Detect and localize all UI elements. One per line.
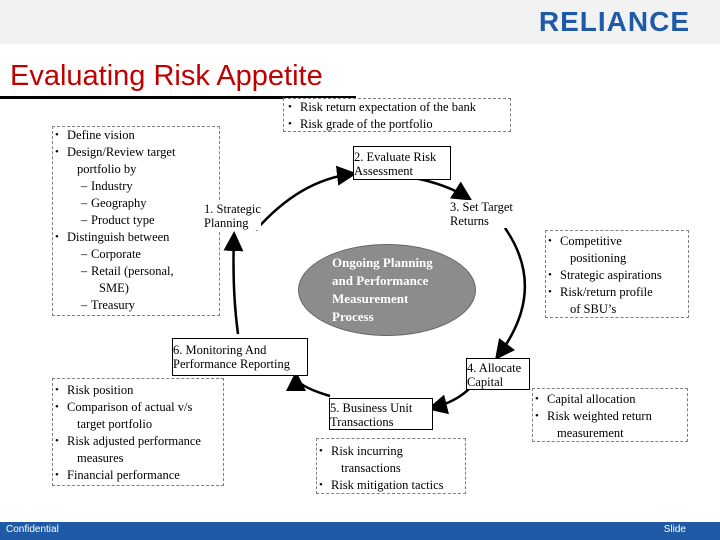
- footer-slide-label: Slide: [663, 524, 686, 535]
- list-item: Competitive: [546, 233, 686, 250]
- risk-assessment-list: Risk return expectation of the bank Risk…: [286, 99, 508, 133]
- list-item: portfolio by: [77, 162, 137, 176]
- list-item: measurement: [557, 426, 624, 440]
- list-item: Design/Review target: [53, 144, 217, 161]
- list-item: Risk adjusted performance: [53, 433, 221, 450]
- center-line-3: Measurement: [332, 291, 409, 306]
- step-1-line-1: 1. Strategic: [204, 202, 261, 216]
- footer-confidential: Confidential: [6, 524, 59, 535]
- step-1-line-2: Planning: [204, 216, 249, 230]
- step-6-line-2: Performance Reporting: [173, 357, 290, 371]
- ongoing-process-ellipse: Ongoing Planning and Performance Measure…: [298, 244, 476, 336]
- center-line-4: Process: [332, 309, 374, 324]
- title-underline: [0, 96, 356, 99]
- capital-allocation-details-box: Capital allocation Risk weighted return …: [532, 388, 688, 442]
- list-item: Geography: [53, 195, 217, 212]
- step-2-evaluate-risk-assessment: 2. Evaluate Risk Assessment: [353, 146, 451, 180]
- step-3-line-2: Returns: [450, 214, 489, 228]
- list-item: Define vision: [53, 127, 217, 144]
- step-2-line-1: 2. Evaluate Risk: [354, 150, 437, 164]
- list-item: Corporate: [53, 246, 217, 263]
- step-2-line-2: Assessment: [354, 164, 414, 178]
- monitoring-list: Risk position Comparison of actual v/s t…: [53, 382, 221, 484]
- center-line-1: Ongoing Planning: [332, 255, 433, 270]
- monitoring-details-box: Risk position Comparison of actual v/s t…: [52, 378, 224, 486]
- list-item: Risk grade of the portfolio: [286, 116, 508, 133]
- list-item: Comparison of actual v/s: [53, 399, 221, 416]
- strategic-planning-details-box: Define vision Design/Review target portf…: [52, 126, 220, 316]
- arrow-3-to-4: [494, 227, 527, 360]
- capital-allocation-list: Capital allocation Risk weighted return …: [533, 391, 685, 442]
- reliance-logo: RELIANCE: [538, 6, 690, 37]
- transactions-list: Risk incurring transactions Risk mitigat…: [317, 443, 463, 494]
- target-returns-list: Competitive positioning Strategic aspira…: [546, 233, 686, 318]
- step-6-monitoring-performance-reporting: 6. Monitoring And Performance Reporting: [172, 338, 308, 376]
- arrow-4-to-5: [427, 387, 471, 415]
- slide-title: Evaluating Risk Appetite: [10, 60, 323, 92]
- list-item: Retail (personal,: [53, 263, 217, 280]
- list-item: SME): [99, 281, 129, 295]
- step-4-line-1: 4. Allocate: [467, 361, 522, 375]
- list-item: target portfolio: [77, 417, 153, 431]
- list-item: measures: [77, 451, 124, 465]
- list-item: positioning: [570, 251, 627, 265]
- list-item: Capital allocation: [533, 391, 685, 408]
- arrow-1-to-2: [255, 165, 357, 231]
- center-line-2: and Performance: [332, 273, 429, 288]
- list-item: Risk mitigation tactics: [317, 477, 463, 494]
- arrow-2-to-3: [413, 176, 473, 201]
- strategic-planning-list: Define vision Design/Review target portf…: [53, 127, 217, 314]
- step-5-line-2: Transactions: [330, 415, 394, 429]
- footer-bar: Confidential Slide: [0, 522, 720, 540]
- step-5-business-unit-transactions: 5. Business Unit Transactions: [329, 398, 433, 430]
- step-4-line-2: Capital: [467, 375, 504, 389]
- arrow-5-to-6: [286, 371, 331, 398]
- list-item: Risk return expectation of the bank: [286, 99, 508, 116]
- list-item: Distinguish between: [53, 229, 217, 246]
- step-1-strategic-planning: 1. Strategic Planning: [204, 202, 261, 230]
- target-returns-details-box: Competitive positioning Strategic aspira…: [545, 230, 689, 318]
- arrow-6-to-1: [223, 231, 244, 335]
- step-4-allocate-capital: 4. Allocate Capital: [466, 358, 530, 390]
- list-item: Risk incurring: [317, 443, 463, 460]
- list-item: Risk weighted return: [533, 408, 685, 425]
- list-item: of SBU’s: [570, 302, 617, 316]
- list-item: Risk/return profile: [546, 284, 686, 301]
- list-item: transactions: [341, 461, 401, 475]
- list-item: Treasury: [53, 297, 217, 314]
- header-bar: RELIANCE: [0, 0, 720, 44]
- list-item: Industry: [53, 178, 217, 195]
- step-6-line-1: 6. Monitoring And: [173, 343, 267, 357]
- step-5-line-1: 5. Business Unit: [330, 401, 413, 415]
- center-text: Ongoing Planning and Performance Measure…: [332, 254, 433, 326]
- step-3-set-target-returns: 3. Set Target Returns: [450, 200, 513, 228]
- transactions-details-box: Risk incurring transactions Risk mitigat…: [316, 438, 466, 494]
- step-3-line-1: 3. Set Target: [450, 200, 513, 214]
- list-item: Strategic aspirations: [546, 267, 686, 284]
- list-item: Risk position: [53, 382, 221, 399]
- list-item: Financial performance: [53, 467, 221, 484]
- list-item: Product type: [53, 212, 217, 229]
- risk-assessment-details-box: Risk return expectation of the bank Risk…: [283, 98, 511, 133]
